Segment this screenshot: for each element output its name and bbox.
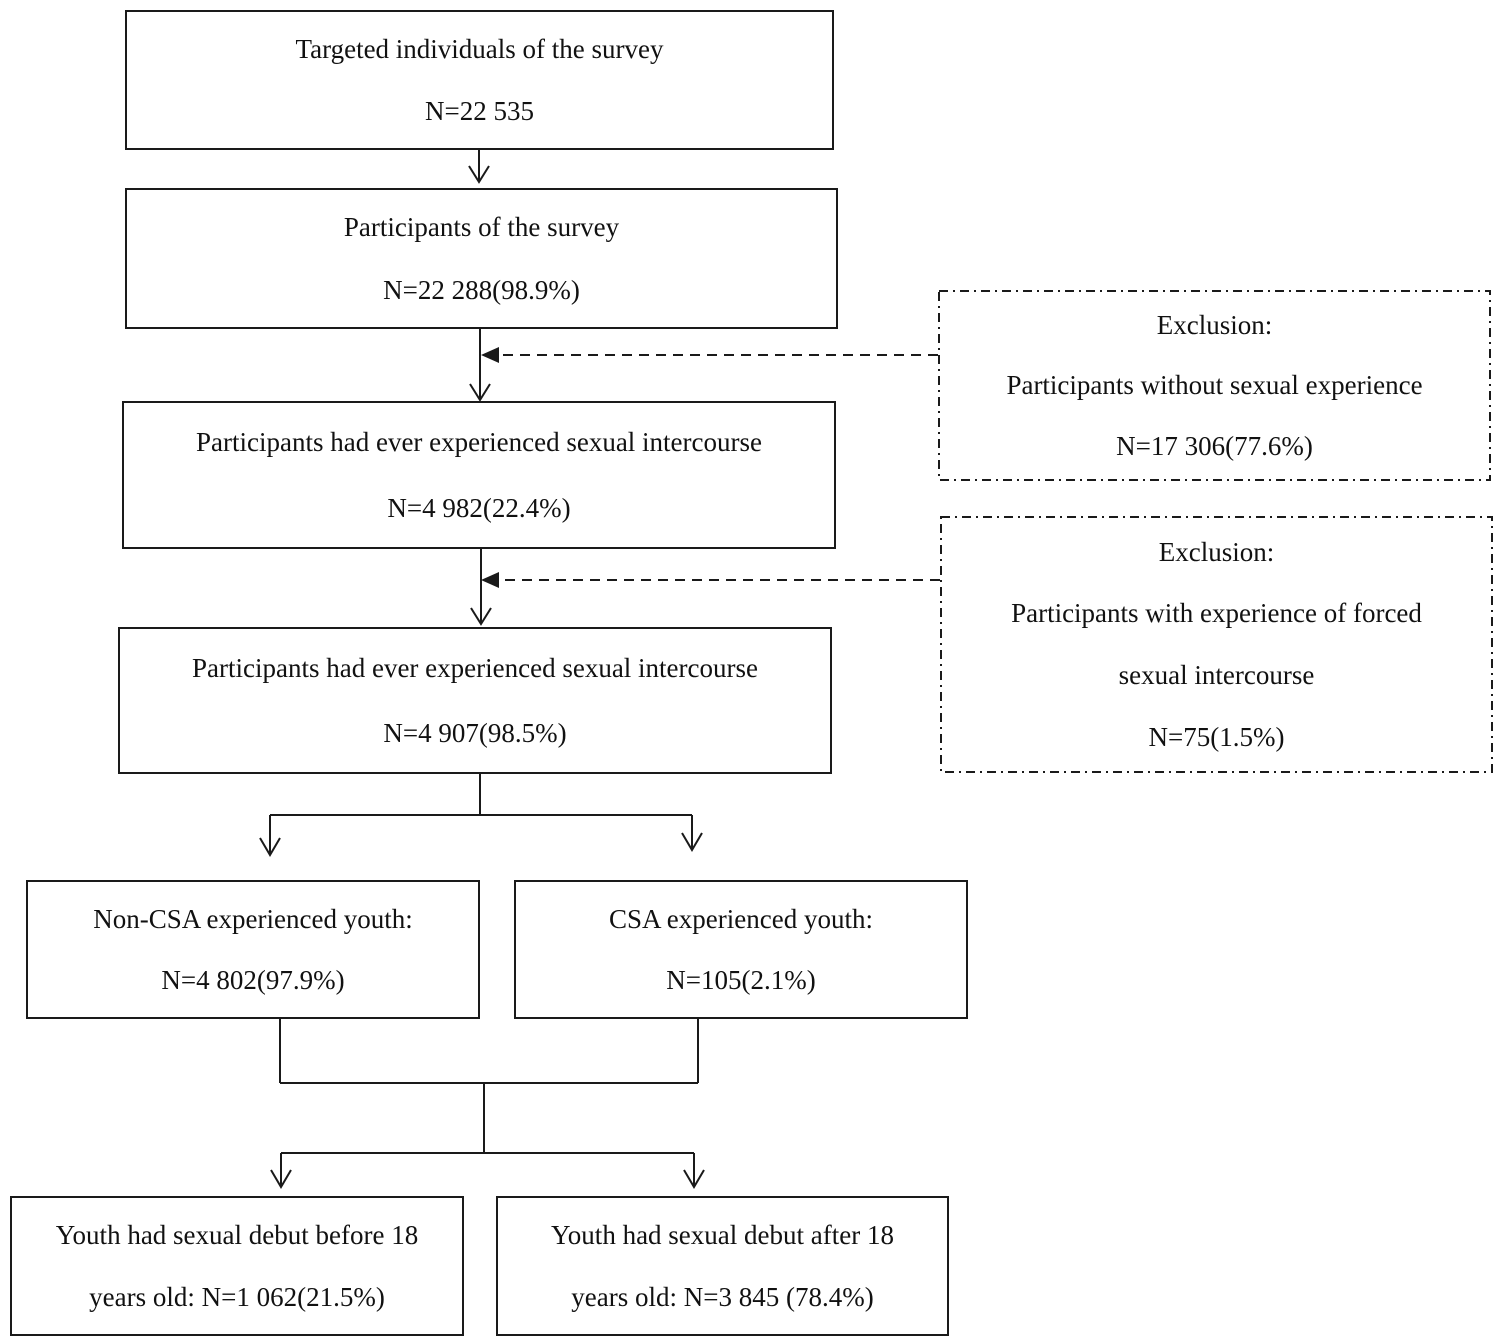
exclusion-reason-cont: sexual intercourse bbox=[1118, 660, 1315, 691]
arrowhead-5 bbox=[681, 832, 703, 852]
box-label: Participants had ever experienced sexual… bbox=[196, 426, 762, 457]
box-count: N=22 288(98.9%) bbox=[383, 274, 580, 305]
sexual-intercourse-filtered-box: Participants had ever experienced sexual… bbox=[118, 627, 832, 774]
arrowhead-6 bbox=[270, 1169, 292, 1189]
box-count: N=4 907(98.5%) bbox=[383, 718, 567, 749]
exclusion-title: Exclusion: bbox=[1158, 536, 1275, 567]
exclusion-no-experience-box: Exclusion: Participants without sexual e… bbox=[939, 291, 1490, 480]
box-count: N=4 802(97.9%) bbox=[161, 965, 345, 996]
survey-participants-box: Participants of the survey N=22 288(98.9… bbox=[125, 188, 838, 329]
arrowhead-2 bbox=[469, 383, 491, 402]
exclusion-box-2-border bbox=[940, 516, 1493, 773]
exclusion-forced-box: Exclusion: Participants with experience … bbox=[941, 517, 1492, 772]
box-label: Participants of the survey bbox=[343, 212, 620, 243]
csa-youth-box: CSA experienced youth: N=105(2.1%) bbox=[514, 880, 968, 1019]
box-label: Non-CSA experienced youth: bbox=[93, 903, 413, 934]
exclusion-box-1-border bbox=[938, 290, 1491, 481]
box-count: N=22 535 bbox=[425, 95, 534, 126]
exclusion-count: N=17 306(77.6%) bbox=[1116, 430, 1313, 461]
arrowhead-3 bbox=[470, 607, 492, 626]
targeted-individuals-box: Targeted individuals of the survey N=22 … bbox=[125, 10, 834, 150]
arrowhead-4 bbox=[259, 837, 281, 857]
box-count: years old: N=1 062(21.5%) bbox=[89, 1281, 385, 1312]
debut-after-18-box: Youth had sexual debut after 18 years ol… bbox=[496, 1196, 949, 1336]
exclusion-count: N=75(1.5%) bbox=[1148, 721, 1285, 752]
arrowhead-7 bbox=[683, 1169, 705, 1189]
box-label: Targeted individuals of the survey bbox=[295, 33, 664, 64]
exclusion-reason: Participants with experience of forced bbox=[1011, 598, 1422, 629]
exclusion-reason: Participants without sexual experience bbox=[1006, 370, 1423, 401]
box-count: N=4 982(22.4%) bbox=[387, 492, 571, 523]
arrowhead-1 bbox=[468, 165, 490, 184]
box-label: CSA experienced youth: bbox=[609, 903, 873, 934]
box-count: years old: N=3 845 (78.4%) bbox=[571, 1281, 874, 1312]
exclusion-arrowhead-1 bbox=[481, 347, 499, 363]
exclusion-title: Exclusion: bbox=[1156, 309, 1273, 340]
box-label: Participants had ever experienced sexual… bbox=[192, 652, 758, 683]
non-csa-youth-box: Non-CSA experienced youth: N=4 802(97.9%… bbox=[26, 880, 480, 1019]
box-count: N=105(2.1%) bbox=[666, 965, 816, 996]
sexual-intercourse-box: Participants had ever experienced sexual… bbox=[122, 401, 836, 549]
debut-before-18-box: Youth had sexual debut before 18 years o… bbox=[10, 1196, 464, 1336]
exclusion-arrowhead-2 bbox=[481, 572, 499, 588]
box-label: Youth had sexual debut after 18 bbox=[551, 1219, 894, 1250]
box-label: Youth had sexual debut before 18 bbox=[55, 1219, 419, 1250]
